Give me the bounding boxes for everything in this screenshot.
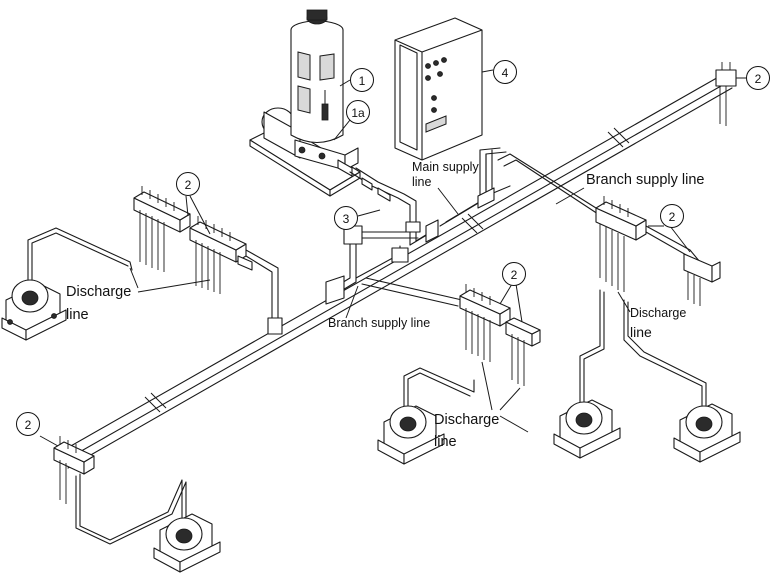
bottom-bearing — [153, 513, 221, 573]
bottom-left-distributor — [53, 436, 187, 545]
label-main-supply-line: Main supply line — [412, 160, 479, 190]
callout-distributor-top-right: 2 — [746, 66, 770, 90]
callout-distributor-bottom-left: 2 — [16, 412, 40, 436]
label-discharge-line-right: Discharge line — [630, 306, 686, 340]
callout-pump: 1 — [350, 68, 374, 92]
center-distributors — [459, 284, 541, 386]
callout-pump-outlet: 1a — [346, 100, 370, 124]
callout-controller: 4 — [493, 60, 517, 84]
callout-distributor-right: 2 — [660, 204, 684, 228]
grease-pump — [249, 9, 361, 197]
label-discharge-line-center-1: Discharge — [434, 412, 500, 428]
label-discharge-line-left-1: Discharge — [66, 284, 132, 300]
right-distributors — [497, 62, 737, 306]
label-discharge-line-left-2: line — [66, 307, 89, 323]
right-bearings — [553, 289, 741, 463]
control-cabinet — [394, 17, 483, 161]
label-main-supply-line-2: line — [412, 175, 432, 189]
label-main-supply-line-1: Main supply — [412, 160, 479, 174]
main-supply-line — [349, 147, 511, 246]
callout-distributor-left: 2 — [176, 172, 200, 196]
label-discharge-line-center: Discharge line — [434, 412, 499, 451]
label-discharge-line-right-1: Discharge — [630, 306, 687, 320]
callout-distributor-center: 2 — [502, 262, 526, 286]
center-branch-supply — [325, 225, 463, 307]
left-bearing — [1, 227, 133, 341]
label-branch-supply-line-right: Branch supply line — [586, 172, 705, 188]
label-branch-supply-line-center: Branch supply line — [328, 316, 431, 330]
left-distributors — [133, 186, 283, 335]
leader-lines — [39, 69, 746, 447]
callout-fitting: 3 — [334, 206, 358, 230]
label-discharge-line-center-2: line — [434, 434, 457, 450]
main-header-pipe — [54, 74, 733, 469]
label-discharge-line-left: Discharge line — [66, 284, 131, 324]
label-discharge-line-right-2: line — [630, 324, 652, 340]
center-bearing — [377, 367, 475, 465]
